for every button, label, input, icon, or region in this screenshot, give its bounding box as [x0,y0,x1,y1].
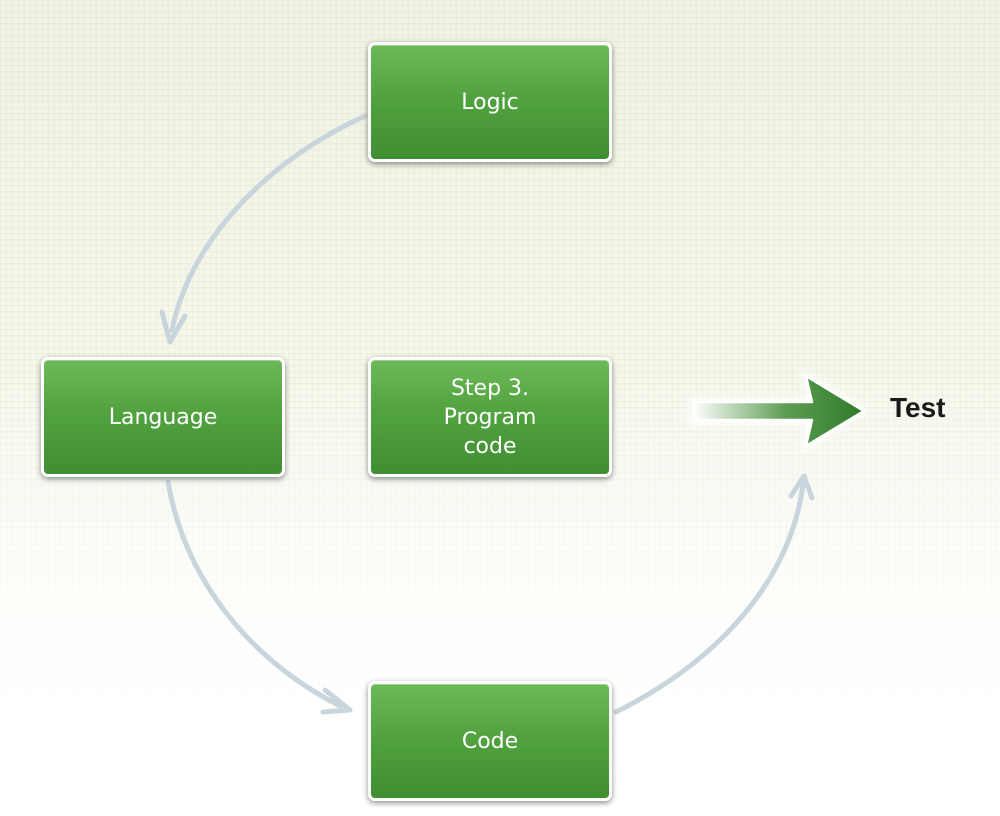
node-step3-label: Step 3. Program code [443,375,537,459]
edge-logic-to-language [159,113,368,345]
edge-language-to-code-line [165,479,343,709]
node-code: Code [368,681,612,801]
node-language: Language [41,357,285,477]
edge-code-to-output-arrowhead [788,473,815,501]
node-language-label: Language [108,404,218,430]
edge-language-to-code-arrowhead [320,687,353,715]
edge-language-to-code [165,479,353,715]
edge-logic-to-language-line [169,113,368,333]
output-arrow [690,368,868,454]
output-label-test: Test [890,392,946,423]
output-arrow-shape [692,374,866,448]
node-code-label: Code [461,728,519,754]
node-logic: Logic [368,42,612,162]
edge-code-to-output [613,473,815,715]
node-logic-label: Logic [461,89,519,115]
edge-logic-to-language-arrowhead [159,309,188,345]
node-step3-program-code: Step 3. Program code [368,357,612,477]
edge-code-to-output-line [613,482,806,715]
